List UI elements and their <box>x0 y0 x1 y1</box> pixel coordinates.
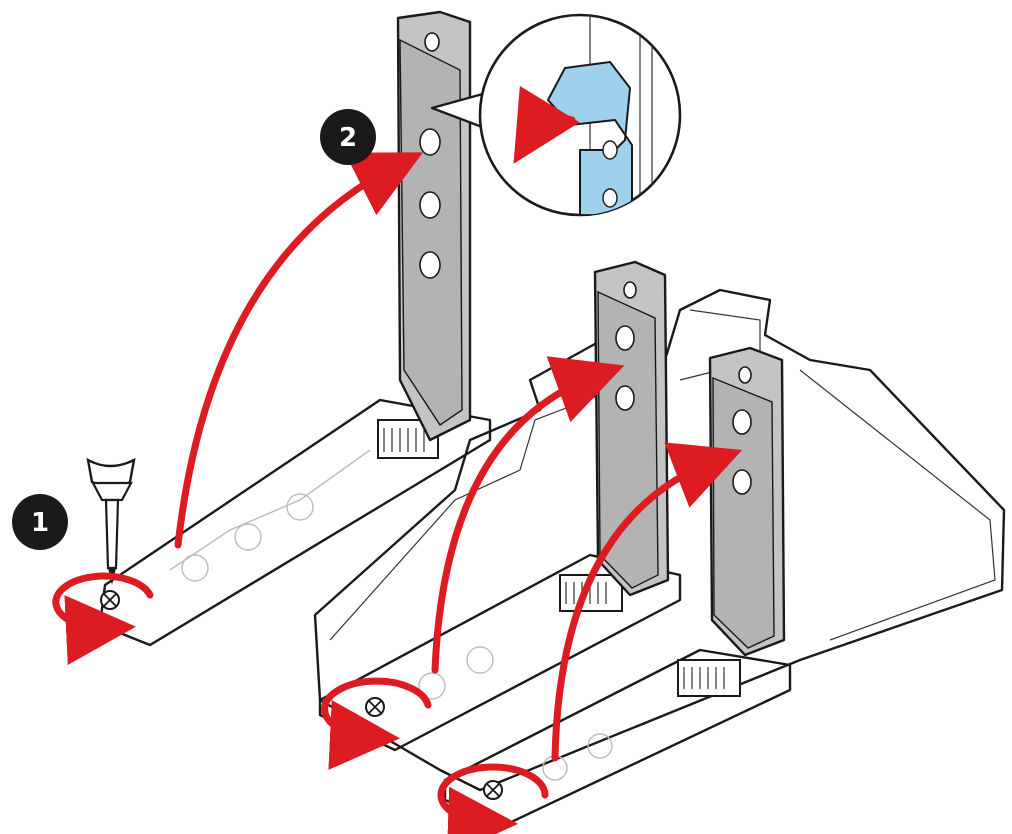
step-badge-2-number: 2 <box>339 123 357 153</box>
slot-1-tray-detail <box>169 449 371 571</box>
slot-3-connector-pins <box>683 667 725 689</box>
bracket-2-hole-b <box>615 385 635 411</box>
bracket-1-face <box>399 38 463 426</box>
m2-slot-1 <box>98 398 492 647</box>
bracket-3-hole-b <box>732 469 752 495</box>
slot-3-hole-b <box>587 733 613 759</box>
base-plate-edge-right <box>799 369 996 641</box>
zoom-callout-content <box>513 15 653 215</box>
bracket-1 <box>396 10 472 442</box>
step-badge-1-number: 1 <box>31 508 49 538</box>
bracket-1-top-hole <box>424 32 440 52</box>
zoom-hole-b <box>602 188 618 208</box>
bracket-3 <box>708 346 786 657</box>
screw-1 <box>100 590 120 610</box>
screwdriver-collar <box>91 481 133 502</box>
screwdriver-shaft <box>104 498 120 570</box>
step-badge-2-circle <box>320 109 376 165</box>
screw-3 <box>483 780 503 800</box>
slot-2-hole-b <box>466 646 494 674</box>
lift-arrows <box>174 152 743 762</box>
screw-2 <box>365 697 385 717</box>
slot-1-hole-a <box>181 554 209 582</box>
slot-1-hole-c <box>286 493 314 521</box>
slot-2-tray <box>318 553 682 752</box>
bracket-2-top-hole <box>623 281 637 299</box>
rotate-arrow-icon-2 <box>321 677 432 770</box>
screwdriver-icon <box>86 457 136 585</box>
rotate-arrow-icon-1 <box>52 572 154 665</box>
bracket-3-hole-a <box>732 409 752 435</box>
bracket-3-top-hole <box>738 366 752 384</box>
lift-arrow-icon-2 <box>431 356 625 674</box>
zoom-hole-a <box>602 140 618 160</box>
lift-arrow-icon-3 <box>551 442 743 762</box>
step-badge-1-circle <box>12 494 68 550</box>
slot-1-connector-pins <box>383 428 425 452</box>
bracket-1-hole-a <box>419 128 441 156</box>
slot-3-connector <box>677 659 741 697</box>
zoom-callout <box>430 13 682 217</box>
bracket-1-hole-b <box>419 191 441 219</box>
slot-1-hole-b <box>234 523 262 551</box>
step-badge-1: 1 <box>12 494 68 550</box>
rotate-arrows <box>52 572 549 834</box>
bracket-2-hole-a <box>615 325 635 351</box>
rotate-arrow-icon-3 <box>437 763 549 834</box>
zoom-rotate-arrow-icon <box>513 85 580 164</box>
lift-arrow-icon-1 <box>174 152 423 549</box>
slot-2-hole-a <box>418 672 446 700</box>
zoom-callout-pointer-cover <box>484 96 490 126</box>
bracket-1-hole-c <box>419 251 441 279</box>
step-badge-2: 2 <box>320 109 376 165</box>
